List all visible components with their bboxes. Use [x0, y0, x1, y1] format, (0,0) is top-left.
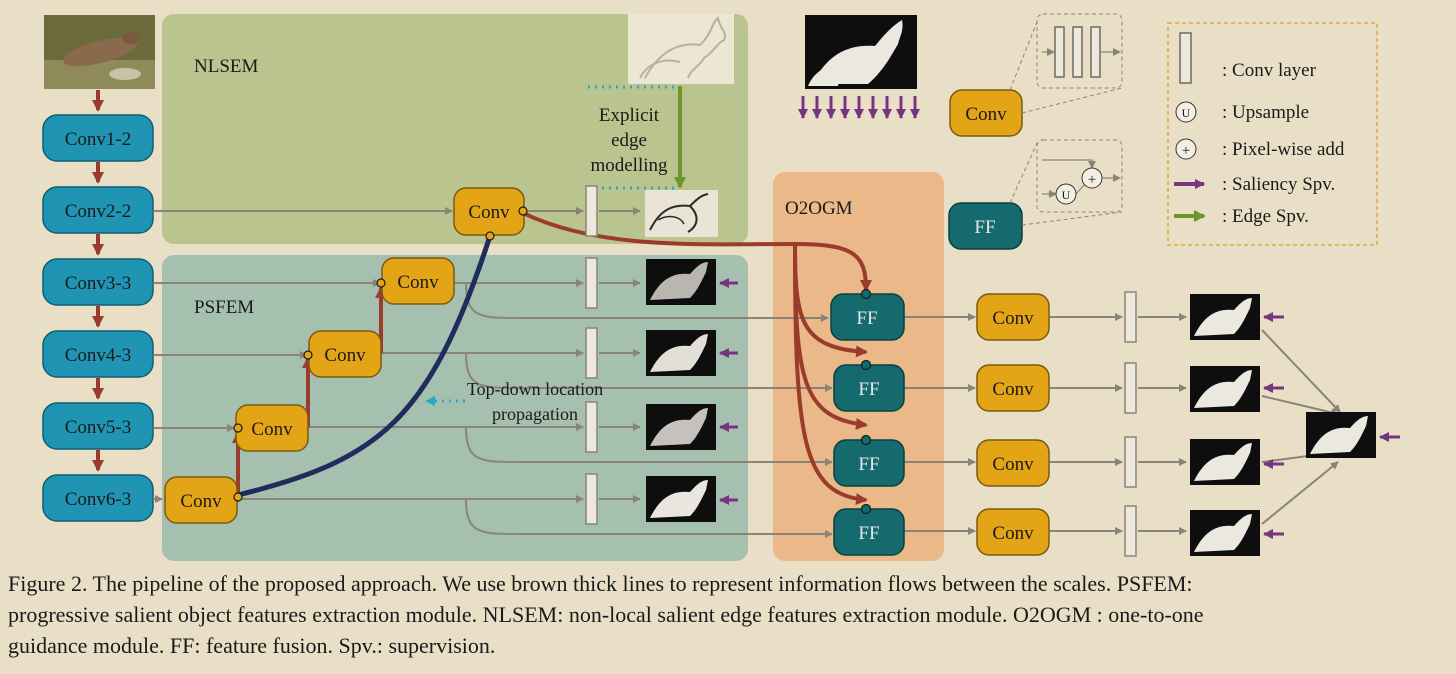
legend-ff-label: FF	[974, 217, 995, 238]
legend-conv-layer-text: : Conv layer	[1222, 60, 1317, 81]
top-down-label-1: Top-down location	[467, 379, 603, 399]
ff-2-label: FF	[858, 379, 879, 400]
ff-detail-upsample-symbol: U	[1062, 188, 1071, 202]
backbone-conv1-2: Conv1-2	[65, 129, 132, 150]
ff-blocks: FF FF FF FF FF	[830, 202, 1023, 556]
out-conv-2-label: Conv	[992, 379, 1034, 400]
nlsem-region	[162, 14, 748, 244]
legend-conv-layer-icon	[1179, 32, 1192, 84]
legend-upsample-icon	[1175, 101, 1197, 123]
ff-3-label: FF	[858, 454, 879, 475]
conv-detail-callout	[1009, 13, 1123, 114]
pipeline-diagram: NLSEM PSFEM O2OGM Conv1-2 Conv2-2 Conv3-…	[42, 13, 1400, 561]
nlsem-label: NLSEM	[194, 56, 259, 77]
legend-box	[1167, 22, 1378, 246]
legend-upsample-text: : Upsample	[1222, 102, 1309, 123]
saliency-maps-right	[1190, 294, 1376, 556]
input-image	[44, 15, 155, 89]
caption-line-1: Figure 2. The pipeline of the proposed a…	[8, 571, 1193, 596]
psfem-conv-0-label: Conv	[180, 491, 222, 512]
ff-4-label: FF	[858, 523, 879, 544]
out-conv-3-label: Conv	[992, 454, 1034, 475]
figure-caption: Figure 2. The pipeline of the proposed a…	[8, 568, 1448, 661]
ff-1-label: FF	[856, 308, 877, 329]
backbone: Conv1-2 Conv2-2 Conv3-3 Conv4-3 Conv5-3 …	[42, 114, 154, 522]
legend-add-symbol: +	[1182, 143, 1190, 159]
junction-dots	[233, 206, 872, 515]
out-conv-4-label: Conv	[992, 523, 1034, 544]
edge-pred-image	[645, 190, 718, 237]
legend-edge-text: : Edge Spv.	[1222, 206, 1309, 227]
ff-detail-callout	[1009, 139, 1123, 226]
saliency-gt-arrows	[798, 96, 920, 119]
caption-line-3: guidance module. FF: feature fusion. Spv…	[8, 633, 496, 658]
o2ogm-label: O2OGM	[785, 198, 853, 219]
legend-add-text: : Pixel-wise add	[1222, 139, 1345, 160]
backbone-conv6-3: Conv6-3	[65, 489, 132, 510]
ff-detail-add	[1081, 167, 1103, 189]
backbone-conv3-3: Conv3-3	[65, 273, 132, 294]
psfem-conv-2-label: Conv	[324, 345, 366, 366]
psfem-region	[162, 255, 748, 561]
conv-layer-bars-right	[1124, 291, 1137, 557]
edge-gt-image	[628, 14, 734, 84]
saliency-spv-arrows	[719, 278, 1400, 539]
top-down-label-2: propagation	[492, 404, 578, 424]
out-conv-1-label: Conv	[992, 308, 1034, 329]
explicit-edge-label-1: Explicit	[599, 105, 660, 126]
backbone-conv5-3: Conv5-3	[65, 417, 132, 438]
saliency-maps-left	[646, 259, 716, 522]
grey-connections	[153, 207, 1341, 538]
backbone-conv4-3: Conv4-3	[65, 345, 132, 366]
conv-blocks: Conv Conv Conv Conv Conv Conv Conv Conv …	[164, 89, 1050, 556]
psfem-conv-1-label: Conv	[251, 419, 293, 440]
saliency-gt-image	[805, 15, 917, 89]
ff-detail-upsample	[1055, 183, 1077, 205]
explicit-edge-label-2: edge	[611, 130, 647, 151]
legend-saliency-text: : Saliency Spv.	[1222, 174, 1335, 195]
top-down-curve	[237, 235, 493, 498]
legend-conv-label: Conv	[965, 104, 1007, 125]
caption-line-2: progressive salient object features extr…	[8, 602, 1204, 627]
ff-detail-lines	[1042, 159, 1121, 198]
backbone-conv2-2: Conv2-2	[65, 201, 132, 222]
conv-detail-bars	[1054, 26, 1101, 78]
legend-upsample-symbol: U	[1182, 106, 1191, 120]
legend-add-icon	[1175, 138, 1197, 160]
psfem-label: PSFEM	[194, 297, 254, 318]
ff-detail-add-symbol: +	[1088, 172, 1096, 188]
nlsem-conv-label: Conv	[468, 202, 510, 223]
conv-layer-bars-left	[585, 185, 598, 525]
explicit-edge-label-3: modelling	[590, 155, 668, 176]
psfem-conv-3-label: Conv	[397, 272, 439, 293]
